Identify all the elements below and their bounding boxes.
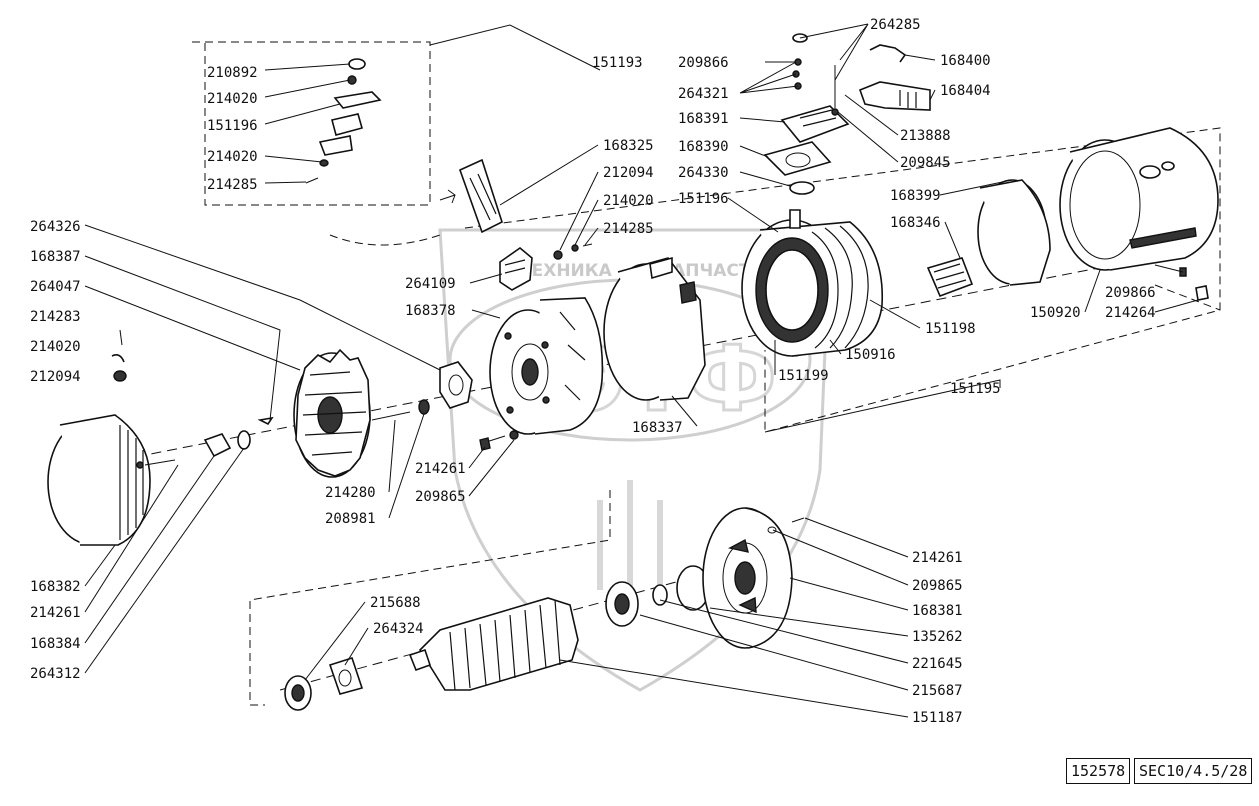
label-214261: 214261 — [30, 605, 81, 621]
stator-150916 — [741, 209, 884, 357]
armature-151187 — [408, 597, 579, 691]
bearing-215688 — [284, 656, 364, 711]
label-151193: 151193 — [592, 55, 643, 71]
label-214020: 214020 — [30, 339, 81, 355]
label-150920: 150920 — [1030, 305, 1081, 321]
group-boundaries — [192, 41, 1221, 706]
label-214261: 214261 — [415, 461, 466, 477]
label-168391: 168391 — [678, 111, 729, 127]
band-168337 — [603, 256, 706, 401]
drawing-number-box: 152578 — [1066, 758, 1131, 784]
end-shield-168378 — [479, 297, 604, 451]
label-168384: 168384 — [30, 636, 81, 652]
end-cap-168382 — [47, 414, 176, 546]
housing-150920 — [1059, 127, 1219, 301]
bearing-215687 — [605, 565, 710, 627]
label-151198: 151198 — [925, 321, 976, 337]
label-168399: 168399 — [890, 188, 941, 204]
label-168378: 168378 — [405, 303, 456, 319]
label-215688: 215688 — [370, 595, 421, 611]
brush-168325 — [459, 158, 503, 234]
part-labels: 151193 210892 214020 151196 214020 21428… — [30, 17, 1156, 726]
label-168337: 168337 — [632, 420, 683, 436]
label-208981: 208981 — [325, 511, 376, 527]
terminal-plate-168346 — [926, 257, 974, 298]
flange-264326 — [439, 361, 473, 409]
label-214020: 214020 — [207, 91, 258, 107]
watermark-left-text: ТЕХНИКА — [520, 261, 613, 281]
label-264312: 264312 — [30, 666, 81, 682]
label-151196: 151196 — [207, 118, 258, 134]
brush-holder-264109 — [499, 243, 593, 291]
cover-assembly — [763, 33, 931, 195]
label-168346: 168346 — [890, 215, 941, 231]
label-151199: 151199 — [778, 368, 829, 384]
label-212094: 212094 — [603, 165, 654, 181]
label-215687: 215687 — [912, 683, 963, 699]
ring-168399 — [977, 179, 1051, 286]
label-264330: 264330 — [678, 165, 729, 181]
inset-parts — [305, 58, 382, 184]
label-135262: 135262 — [912, 629, 963, 645]
label-212094: 212094 — [30, 369, 81, 385]
label-210892: 210892 — [207, 65, 258, 81]
label-214285: 214285 — [207, 177, 258, 193]
label-168387: 168387 — [30, 249, 81, 265]
label-209866: 209866 — [678, 55, 729, 71]
label-168382: 168382 — [30, 579, 81, 595]
label-150916: 150916 — [845, 347, 896, 363]
label-151187: 151187 — [912, 710, 963, 726]
label-209865: 209865 — [415, 489, 466, 505]
watermark-right-text: ЗАПЧАСТИ — [660, 261, 765, 281]
drawing-code-box: SEC10/4.5/28 — [1134, 758, 1253, 784]
fan-264047 — [293, 348, 430, 478]
washer-set-left — [111, 329, 274, 458]
label-168390: 168390 — [678, 139, 729, 155]
label-209866: 209866 — [1105, 285, 1156, 301]
label-221645: 221645 — [912, 656, 963, 672]
label-214283: 214283 — [30, 309, 81, 325]
label-264109: 264109 — [405, 276, 456, 292]
end-shield-168381 — [702, 507, 805, 649]
label-151196: 151196 — [678, 191, 729, 207]
label-214285: 214285 — [603, 221, 654, 237]
label-168325: 168325 — [603, 138, 654, 154]
label-264324: 264324 — [373, 621, 424, 637]
label-213888: 213888 — [900, 128, 951, 144]
label-264047: 264047 — [30, 279, 81, 295]
label-168381: 168381 — [912, 603, 963, 619]
label-264321: 264321 — [678, 86, 729, 102]
leader-lines — [84, 23, 1199, 718]
label-264285: 264285 — [870, 17, 921, 33]
label-168404: 168404 — [940, 83, 991, 99]
label-209865: 209865 — [912, 578, 963, 594]
label-214020: 214020 — [207, 149, 258, 165]
label-214261: 214261 — [912, 550, 963, 566]
label-168400: 168400 — [940, 53, 991, 69]
label-214280: 214280 — [325, 485, 376, 501]
label-151195: 151195 — [950, 381, 1001, 397]
label-264326: 264326 — [30, 219, 81, 235]
label-214264: 214264 — [1105, 305, 1156, 321]
label-209845: 209845 — [900, 155, 951, 171]
label-214020: 214020 — [603, 193, 654, 209]
